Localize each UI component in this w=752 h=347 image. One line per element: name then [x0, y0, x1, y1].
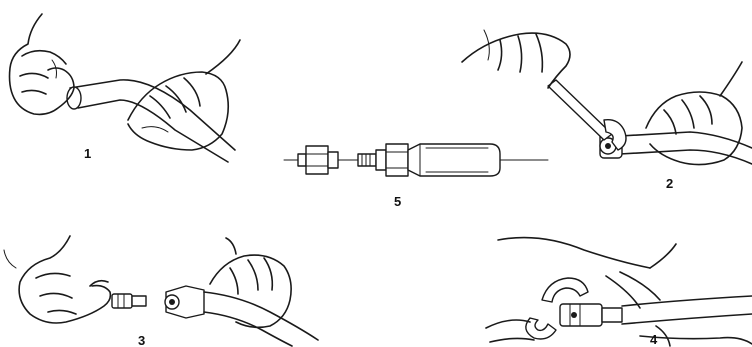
- step-4-label: 4: [650, 332, 658, 347]
- step-2-illustration: [462, 30, 752, 165]
- step-4-illustration: [486, 238, 752, 346]
- step-2-label: 2: [666, 176, 673, 191]
- step-1-label: 1: [84, 146, 91, 161]
- step-3-illustration: [4, 236, 318, 346]
- step-1-illustration: [10, 14, 241, 162]
- step-5-illustration: [284, 144, 548, 176]
- step-3-label: 3: [138, 333, 145, 347]
- step-5-label: 5: [394, 194, 401, 209]
